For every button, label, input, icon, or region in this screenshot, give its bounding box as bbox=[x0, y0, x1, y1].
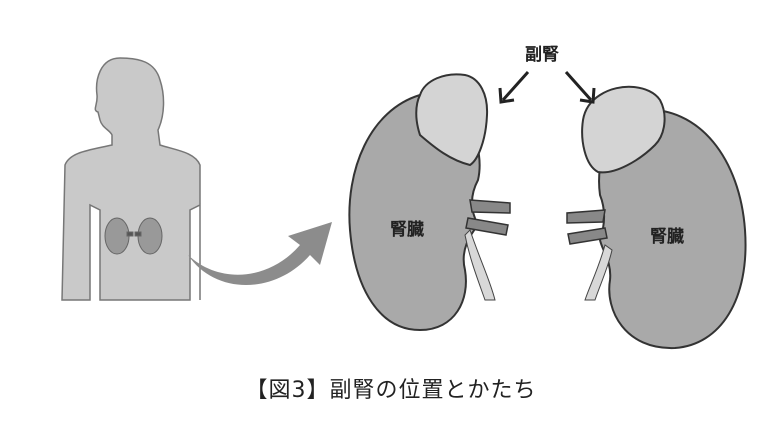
figure-caption: 【図3】副腎の位置とかたち bbox=[245, 378, 537, 403]
right-kidney-label: 腎臓 bbox=[650, 227, 684, 247]
adrenal-pointer-arrows bbox=[498, 71, 596, 104]
human-body-silhouette bbox=[61, 57, 201, 301]
left-kidney-label: 腎臓 bbox=[390, 220, 424, 240]
left-adrenal-gland bbox=[415, 73, 489, 167]
left-kidney bbox=[348, 73, 511, 332]
right-adrenal-gland bbox=[581, 85, 666, 174]
right-kidney bbox=[566, 85, 747, 350]
curved-arrow-icon bbox=[188, 222, 332, 285]
adrenal-label: 副腎 bbox=[525, 45, 559, 65]
body-kidneys-icon bbox=[104, 217, 163, 255]
